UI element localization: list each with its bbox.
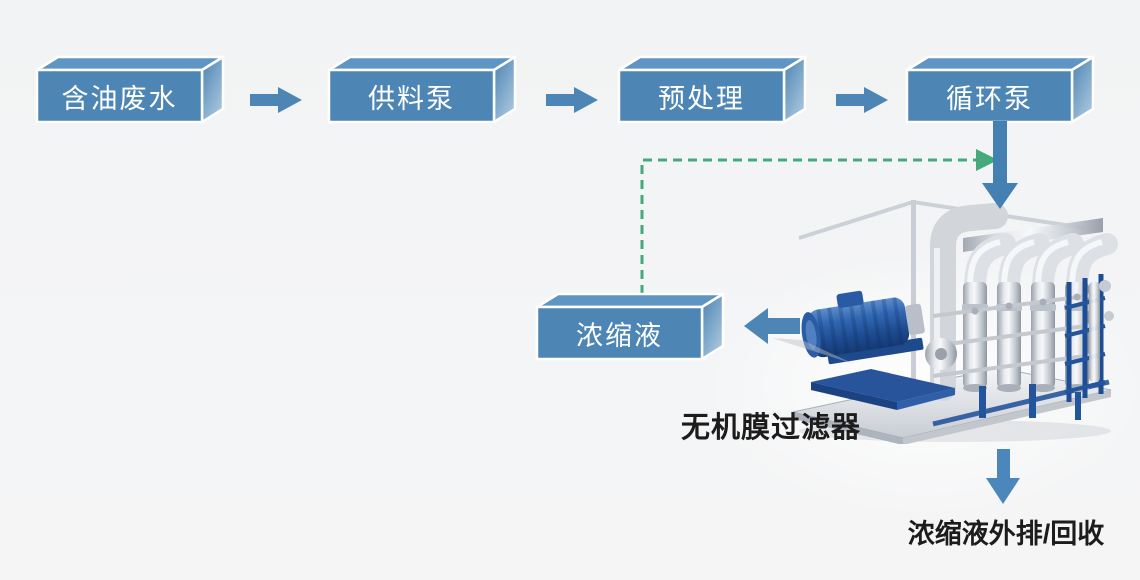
machine-label: 无机膜过滤器: [680, 412, 861, 444]
box-label: 供料泵: [368, 83, 455, 114]
output-down-arrow-icon: [986, 449, 1020, 504]
flow-box-circulation-pump: 循环泵: [904, 54, 1096, 124]
flow-arrow-icon: [546, 87, 598, 113]
flow-arrow-icon: [250, 87, 302, 113]
down-arrow-icon: [982, 121, 1018, 209]
flow-box-pretreatment: 预处理: [616, 54, 808, 124]
membrane-filter-illustration: [792, 199, 1118, 444]
box-label: 浓缩液: [576, 320, 663, 351]
box-3d-shape: [905, 55, 1095, 124]
recycle-dashed-arrow-icon: [640, 149, 998, 294]
concentrate-box: 浓缩液: [534, 291, 726, 361]
flow-box-oily-wastewater: 含油废水: [34, 54, 226, 124]
output-label: 浓缩液外排/回收: [907, 519, 1105, 549]
box-3d-shape: [617, 55, 807, 124]
box-3d-shape: [327, 55, 517, 124]
left-arrow-icon: [744, 308, 854, 364]
box-3d-shape: [35, 55, 225, 124]
box-label: 预处理: [658, 83, 745, 114]
flow-arrow-icon: [836, 87, 888, 113]
box-label: 循环泵: [946, 83, 1033, 114]
flow-box-feed-pump: 供料泵: [326, 54, 518, 124]
box-3d-shape: [535, 292, 725, 361]
box-label: 含油废水: [61, 83, 178, 114]
